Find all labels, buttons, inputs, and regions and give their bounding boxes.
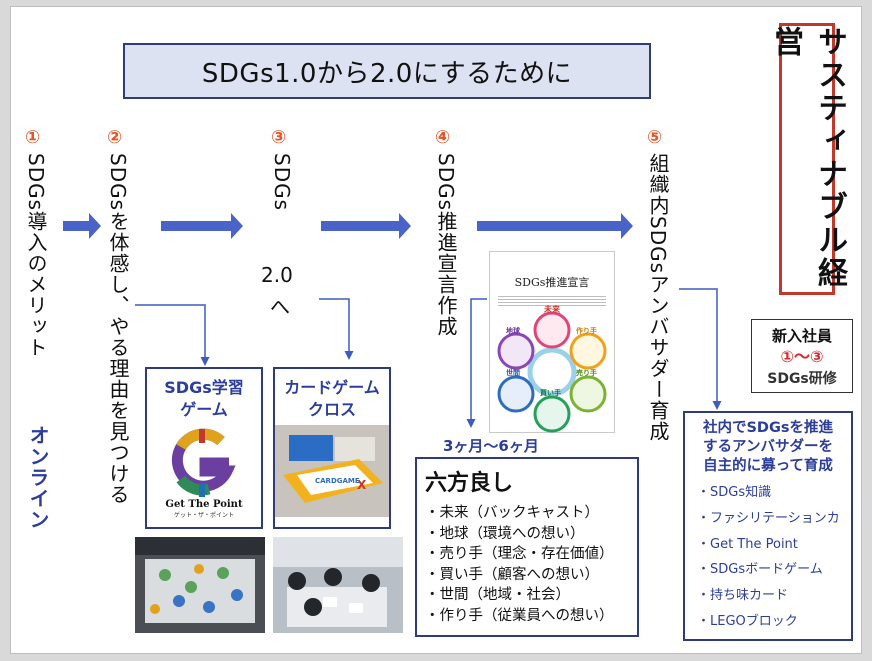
petal-buyer: 買い手 — [540, 389, 561, 397]
thick-arrow-3 — [321, 213, 411, 239]
step1-text: SDGs導入のメリット — [24, 153, 48, 359]
six-good-heading: 六方良し — [425, 471, 514, 496]
ambassador-item: ・SDGs知識 — [697, 485, 772, 500]
cardgame-card: カードゲーム クロス CARDGAME X — [273, 367, 391, 529]
step3-text-mid: 2.0 — [261, 263, 293, 287]
declaration-document: SDGs推進宣言 未来 作り手 地球 売り手 世間 買い手 — [489, 251, 615, 433]
new-employee-line3: SDGs研修 — [767, 371, 837, 387]
workshop-photo-1 — [135, 537, 265, 633]
step1-number: ① — [25, 127, 41, 148]
petal-earth: 地球 — [506, 327, 520, 335]
period-label: 3ヶ月〜6ヶ月 — [443, 437, 539, 455]
slide-title-text: SDGs1.0から2.0にするために — [201, 58, 573, 89]
ambassador-item: ・ファシリテーションカ — [697, 510, 840, 526]
six-good-item: ・地球（環境への想い） — [425, 525, 585, 542]
new-employee-line1: 新入社員 — [771, 327, 832, 345]
get-the-point-logo — [147, 427, 261, 499]
step3-number: ③ — [271, 127, 287, 148]
game-logo-sub: ゲット・ザ・ポイント — [173, 512, 234, 519]
ambassador-item: ・持ち味カード — [697, 588, 789, 604]
game-card: SDGs学習 ゲーム Get The Point ゲット・ザ・ポイント — [145, 367, 263, 529]
cardgame-card-title-2: クロス — [307, 400, 356, 419]
step4-text: SDGs推進宣言作成 — [434, 153, 458, 338]
slide: SDGs1.0から2.0にするために サスティナブル経営 — [10, 6, 862, 654]
get-the-point-logo-icon — [171, 428, 236, 497]
declaration-doc-title: SDGs推進宣言 — [514, 276, 590, 289]
ambassador-item: ・SDGsボードゲーム — [697, 562, 823, 578]
connector-step4-period — [466, 298, 487, 428]
thick-arrow-2 — [161, 213, 243, 239]
six-good-item: ・売り手（理念・存在価値） — [425, 546, 614, 562]
workshop-photo-2 — [273, 537, 403, 633]
thick-arrow-4 — [477, 213, 633, 239]
ambassador-box: 社内でSDGsを推進 するアンバサダーを 自主的に募って育成 ・SDGs知識 ・… — [683, 411, 853, 641]
petal-seller: 売り手 — [576, 369, 597, 377]
cardgame-box-image: CARDGAME X — [275, 425, 389, 517]
ambassador-item: ・LEGOブロック — [697, 613, 798, 629]
six-good-item: ・作り手（従業員への想い） — [425, 607, 614, 624]
declaration-text-lines — [498, 294, 606, 308]
step2-number: ② — [107, 127, 123, 148]
six-good-flower-diagram — [497, 311, 607, 433]
step2-text: SDGsを体感し、やる理由を見つける — [106, 153, 130, 506]
connector-step2-game — [135, 304, 210, 366]
svg-text:X: X — [357, 478, 367, 492]
six-good-item: ・買い手（顧客への想い） — [425, 566, 599, 583]
game-card-title-1: SDGs学習 — [164, 378, 244, 397]
connector-step3-cardgame — [319, 298, 354, 360]
game-card-title-2: ゲーム — [180, 400, 228, 419]
step5-text: 組織内SDGsアンバサダー育成 — [646, 153, 670, 443]
ambassador-heading-2: するアンバサダーを — [703, 439, 833, 455]
step4-number: ④ — [435, 127, 451, 148]
slide-title: SDGs1.0から2.0にするために — [123, 43, 651, 99]
petal-maker: 作り手 — [576, 327, 597, 335]
cardgame-box-label: CARDGAME — [315, 477, 360, 485]
step3-text-bottom: へ — [270, 295, 290, 319]
side-title-text: サスティナブル経営 — [768, 26, 847, 290]
new-employee-line2: ①〜③ — [780, 347, 824, 366]
ambassador-heading-1: 社内でSDGsを推進 — [702, 420, 833, 436]
connector-step5-ambassador — [679, 288, 722, 410]
petal-future: 未来 — [544, 305, 560, 314]
six-good-item: ・未来（バックキャスト） — [425, 505, 599, 521]
six-good-box: 六方良し ・未来（バックキャスト） ・地球（環境への想い） ・売り手（理念・存在… — [415, 457, 639, 637]
petal-society: 世間 — [506, 369, 520, 377]
step1-online: オンライン — [26, 425, 50, 530]
thick-arrow-1 — [63, 213, 101, 239]
ambassador-heading-3: 自主的に募って育成 — [703, 458, 833, 474]
game-logo-caption: Get The Point — [165, 499, 243, 510]
new-employee-box: 新入社員 ①〜③ SDGs研修 — [751, 319, 853, 393]
flow-arrows — [63, 213, 722, 428]
step5-number: ⑤ — [647, 127, 663, 148]
six-good-item: ・世間（地域・社会） — [425, 587, 570, 603]
step3-text-top: SDGs — [270, 153, 294, 212]
ambassador-item: ・Get The Point — [697, 536, 798, 552]
cardgame-card-title-1: カードゲーム — [284, 378, 380, 397]
side-title-frame: サスティナブル経営 — [768, 23, 847, 295]
